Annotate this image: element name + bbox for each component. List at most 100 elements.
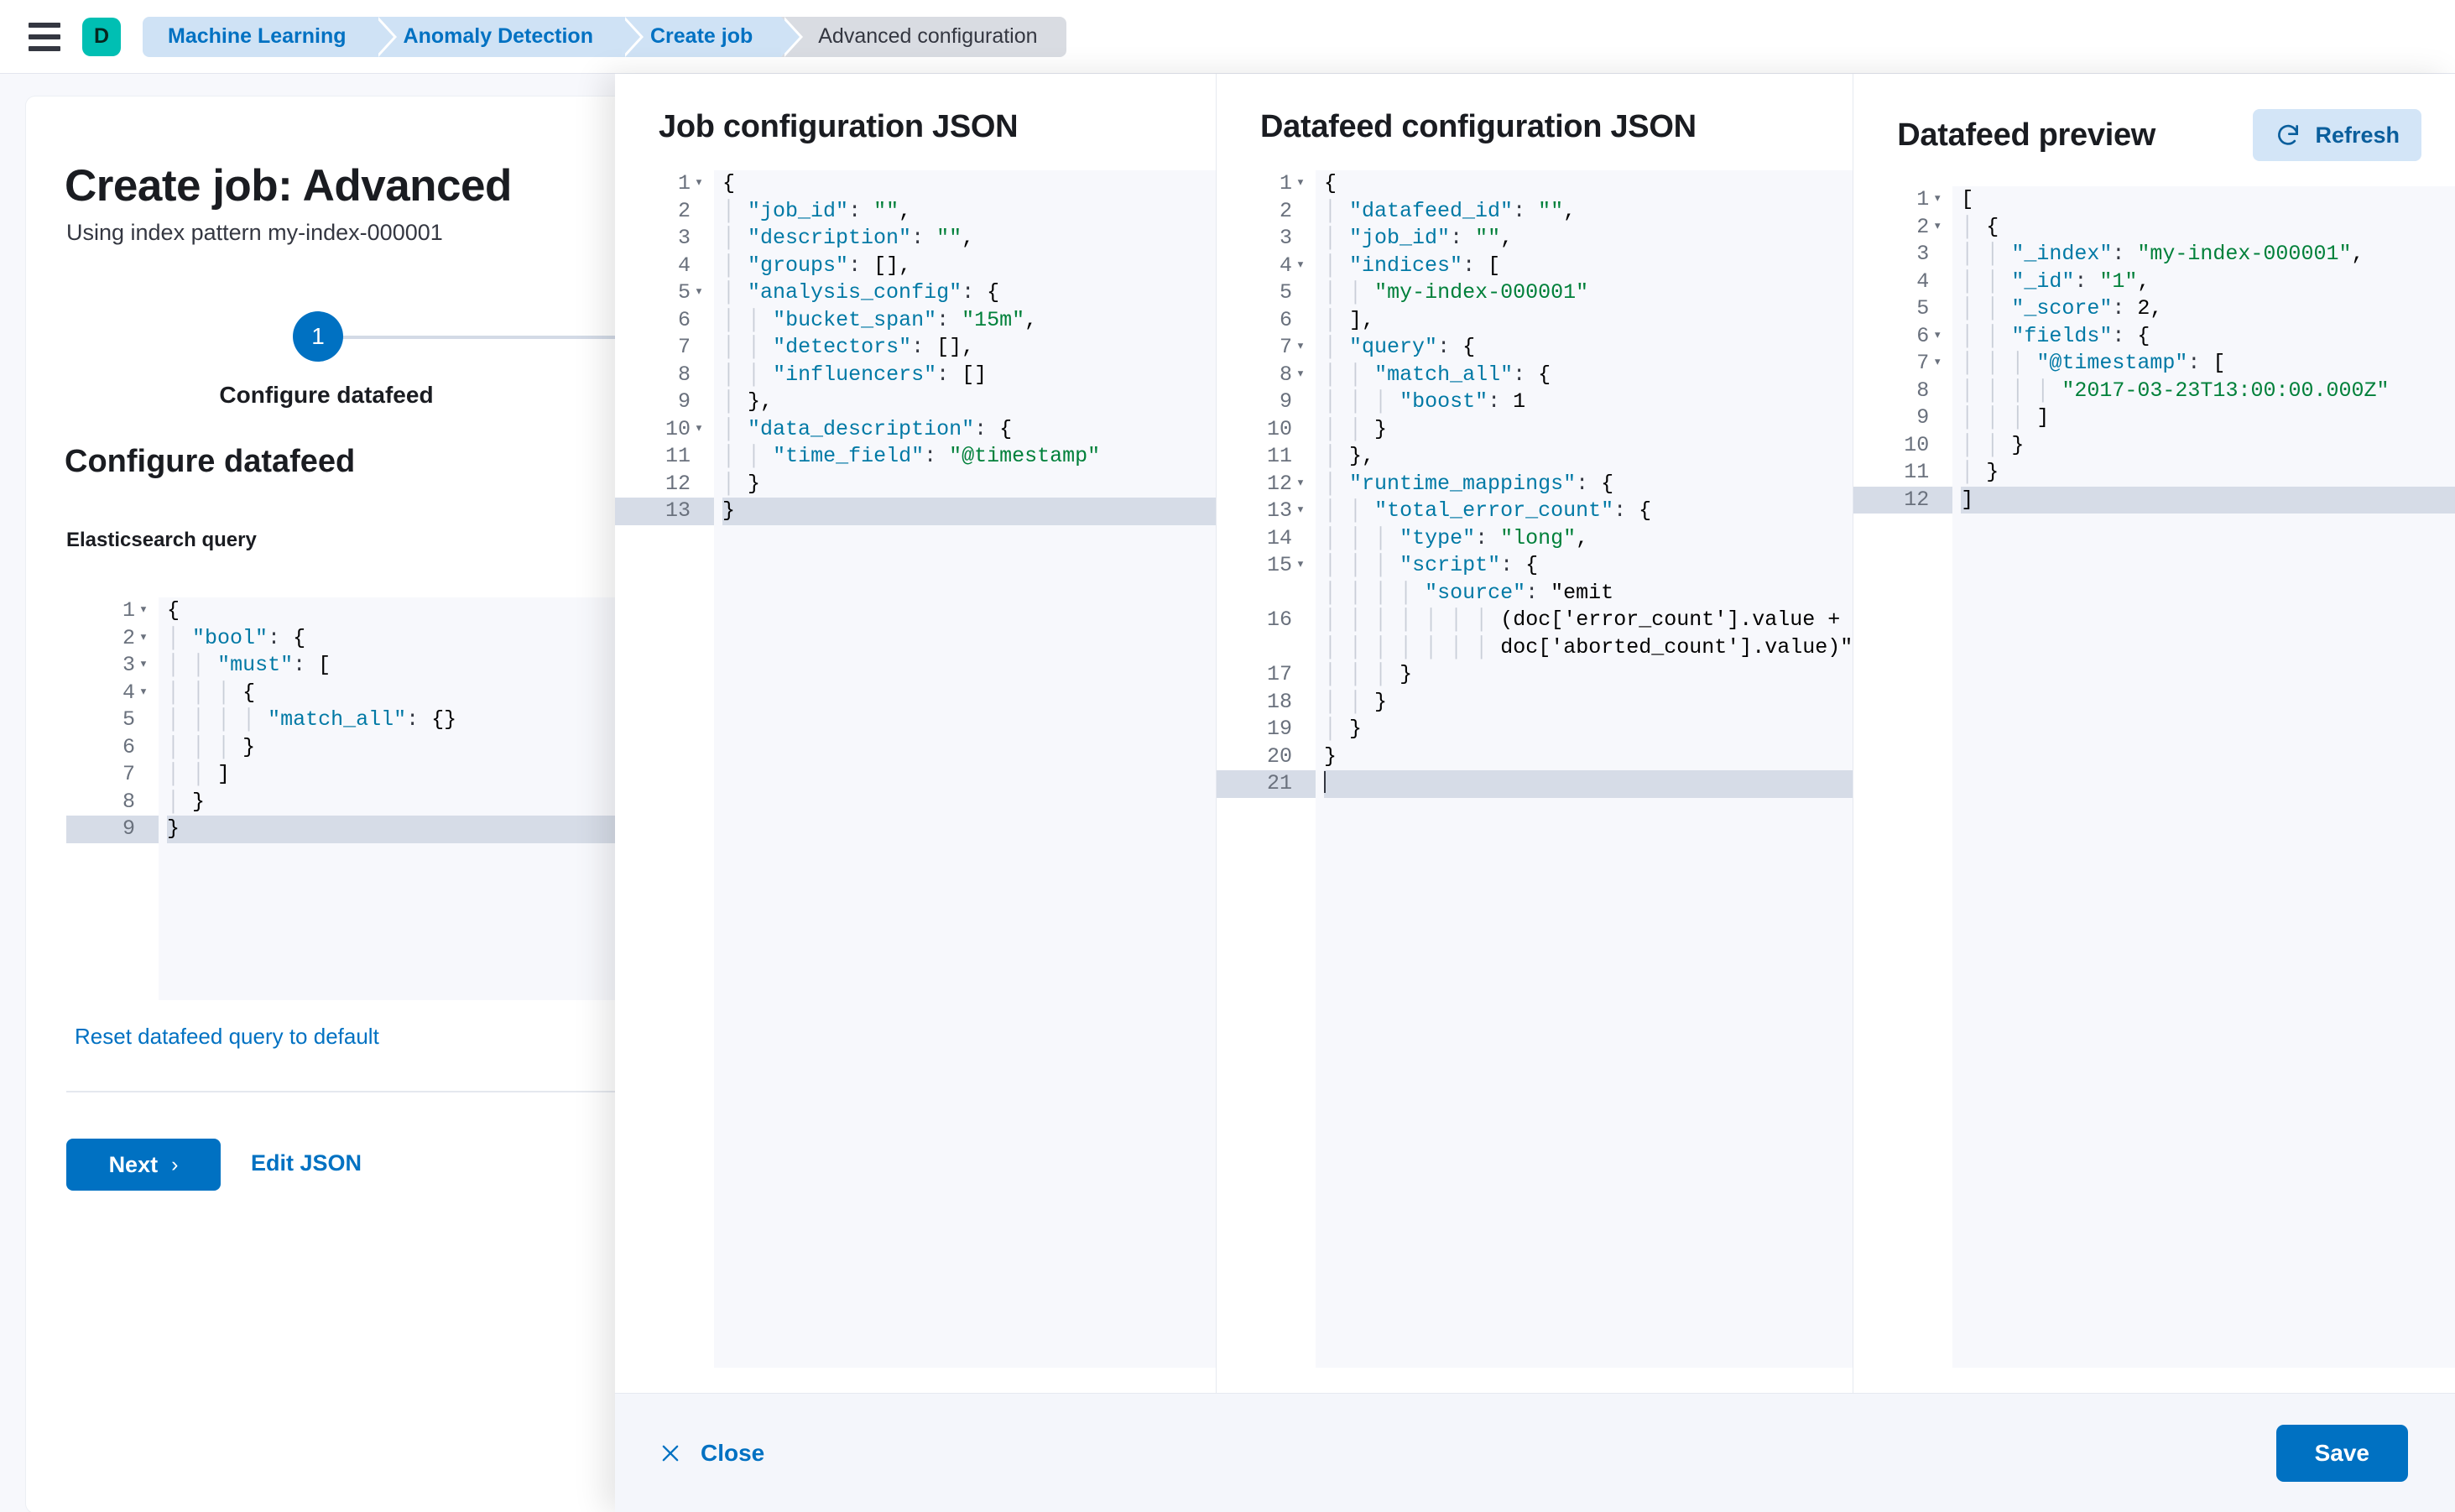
code-line: │ │ ] xyxy=(167,762,231,786)
line-number: 4 xyxy=(1916,269,1930,294)
code-line: │ │ } xyxy=(1961,432,2025,457)
panel-header: Job configuration JSON xyxy=(615,74,1216,145)
reset-datafeed-query-link[interactable]: Reset datafeed query to default xyxy=(75,1024,379,1049)
line-number: 11 xyxy=(665,444,691,468)
panel-header: Datafeed configuration JSON xyxy=(1217,74,1853,145)
page-title: Create job: Advanced xyxy=(65,161,512,211)
line-number: 5▾ xyxy=(677,280,704,305)
code-line: │ "query": { xyxy=(1324,335,1476,359)
code-line: │ │ "match_all": { xyxy=(1324,362,1551,387)
code-line: } xyxy=(722,498,1216,525)
code-line: │ │ "influencers": [] xyxy=(722,362,988,387)
code-line: │ } xyxy=(722,471,761,496)
line-number: 9 xyxy=(677,389,691,414)
next-button[interactable]: Next › xyxy=(66,1139,221,1191)
line-number: 1▾ xyxy=(1279,171,1306,196)
refresh-button-label: Refresh xyxy=(2315,122,2400,148)
line-number: 12▾ xyxy=(1266,471,1306,496)
code-line: │ }, xyxy=(722,389,774,414)
line-number: 6 xyxy=(677,307,691,332)
code-line: │ │ "detectors": [], xyxy=(722,335,975,359)
panel-title: Datafeed preview xyxy=(1897,117,2156,153)
line-number: 15▾ xyxy=(1266,553,1306,577)
code-content[interactable]: {│ "job_id": "",│ "description": "",│ "g… xyxy=(714,170,1216,1368)
breadcrumb: Machine Learning Anomaly Detection Creat… xyxy=(143,16,1066,57)
chevron-right-icon: › xyxy=(171,1152,179,1176)
code-line: │ │ } xyxy=(1324,689,1388,714)
save-button[interactable]: Save xyxy=(2275,1424,2408,1482)
line-number: 5 xyxy=(122,707,135,732)
code-line: │ │ │ "type": "long", xyxy=(1324,525,1589,550)
code-line: │ } xyxy=(167,789,206,814)
line-number: 10 xyxy=(1904,432,1930,457)
breadcrumb-create-job[interactable]: Create job xyxy=(621,16,804,57)
app-logo[interactable]: D xyxy=(82,17,121,56)
line-number: 14 xyxy=(1266,525,1292,550)
code-line: │ │ } xyxy=(1324,416,1388,441)
code-line: │ │ "fields": { xyxy=(1961,323,2150,348)
section-title: Configure datafeed xyxy=(65,444,356,479)
code-line: } xyxy=(1324,743,1337,769)
line-number: 9 xyxy=(1916,405,1930,430)
line-number: 18 xyxy=(1266,689,1292,714)
code-line: │ │ │ │ "source": "emit│ │ │ │ │ │ │ (do… xyxy=(1324,580,1853,660)
line-number: 8 xyxy=(122,789,135,814)
refresh-button[interactable]: Refresh xyxy=(2253,109,2421,161)
close-button-label: Close xyxy=(701,1439,765,1466)
line-number: 5 xyxy=(1916,296,1930,321)
code-line: │ "description": "", xyxy=(722,226,975,250)
line-number: 6 xyxy=(122,734,135,759)
code-line: │ │ │ { xyxy=(167,680,256,705)
line-number: 13▾ xyxy=(1266,498,1306,523)
code-content[interactable]: {│ "datafeed_id": "",│ "job_id": "",│ "i… xyxy=(1316,170,1853,1368)
line-number: 11 xyxy=(1266,444,1292,468)
code-line: │ │ "time_field": "@timestamp" xyxy=(722,444,1101,468)
line-number: 8 xyxy=(677,362,691,387)
line-number: 3 xyxy=(1279,226,1292,250)
panel-title: Job configuration JSON xyxy=(659,109,1019,144)
breadcrumb-machine-learning[interactable]: Machine Learning xyxy=(143,16,397,57)
code-line: │ "data_description": { xyxy=(722,416,1013,441)
code-line: ] xyxy=(1961,486,2455,514)
refresh-icon xyxy=(2278,124,2299,145)
code-line: │ "analysis_config": { xyxy=(722,280,1000,305)
close-button[interactable]: Close xyxy=(659,1440,764,1467)
code-line: │ │ │ "@timestamp": [ xyxy=(1961,351,2226,375)
code-line: │ │ "my-index-000001" xyxy=(1324,280,1589,305)
breadcrumb-anomaly-detection[interactable]: Anomaly Detection xyxy=(374,16,644,57)
code-line: { xyxy=(167,598,180,623)
step-indicator-1[interactable]: 1 xyxy=(293,311,343,362)
line-number: 2 xyxy=(677,198,691,223)
code-line: { xyxy=(722,171,736,196)
code-line: │ } xyxy=(1324,717,1363,741)
edit-json-link[interactable]: Edit JSON xyxy=(251,1150,362,1176)
line-number: 6▾ xyxy=(1916,323,1942,348)
code-content[interactable]: [│ {│ │ "_index": "my-index-000001",│ │ … xyxy=(1952,186,2455,1368)
breadcrumb-advanced-configuration[interactable]: Advanced configuration xyxy=(781,16,1066,57)
line-number: 12 xyxy=(1853,486,1953,514)
code-line: │ "indices": [ xyxy=(1324,253,1501,278)
line-number: 17 xyxy=(1266,662,1292,686)
code-line: { xyxy=(1324,171,1337,196)
line-number: 7 xyxy=(122,762,135,786)
line-number: 2▾ xyxy=(1916,214,1942,239)
line-number: 10▾ xyxy=(665,416,704,441)
line-number: 9 xyxy=(1279,389,1292,414)
hamburger-icon[interactable] xyxy=(29,19,64,55)
step-label: Configure datafeed xyxy=(219,382,434,408)
line-number: 5 xyxy=(1279,280,1292,305)
line-number: 4▾ xyxy=(122,680,149,705)
line-number: 7▾ xyxy=(1916,351,1942,375)
line-number: 3 xyxy=(1916,242,1930,266)
